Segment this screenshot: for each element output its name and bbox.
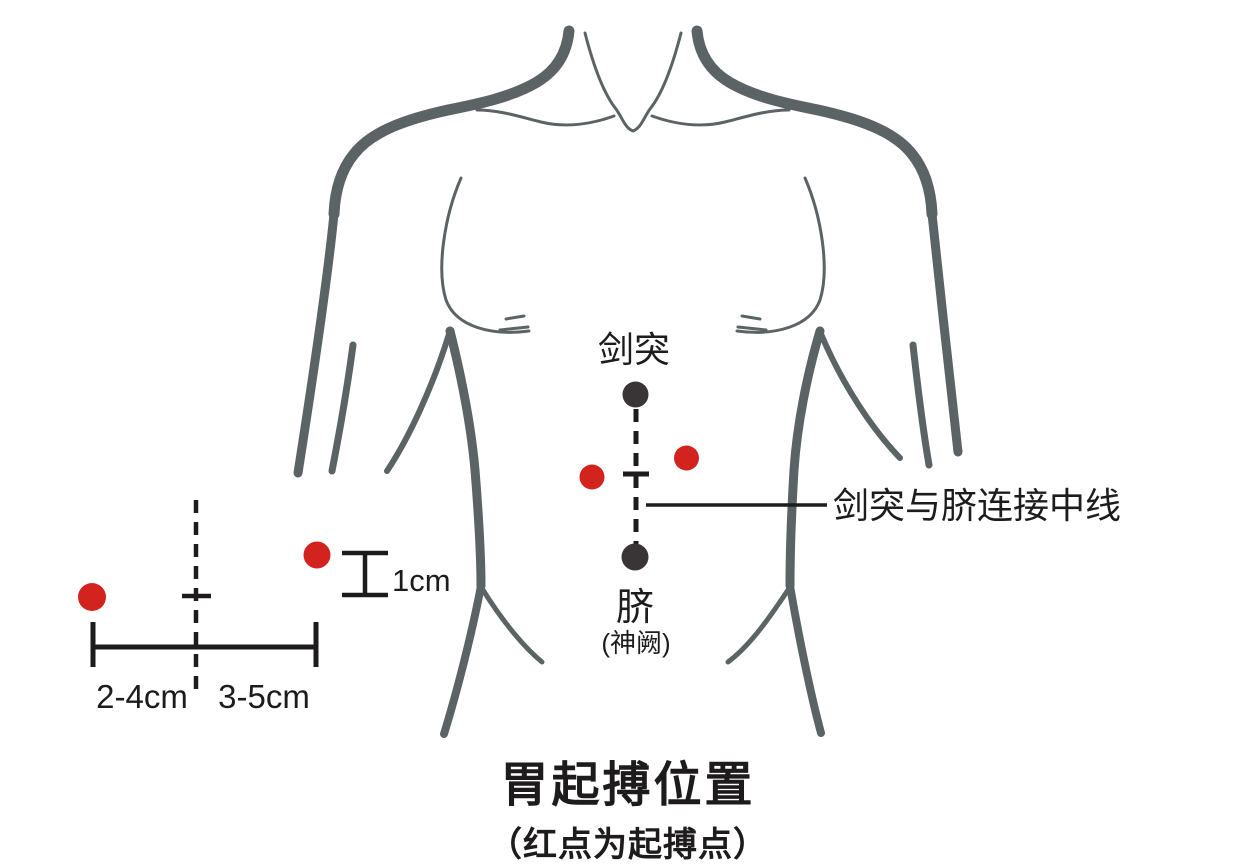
- shoulder-right-outline: [691, 25, 938, 220]
- arm-right-inner-line: [909, 341, 933, 469]
- torso-side-left-line: [445, 326, 486, 591]
- range-right-label: 3-5cm: [218, 678, 310, 715]
- nipple-right-marks: [736, 314, 768, 332]
- arm-right-outer-line: [927, 209, 963, 457]
- pectoral-left-line: [440, 176, 531, 334]
- pectoral-right-line: [735, 176, 826, 334]
- navel-dot: [621, 543, 649, 571]
- torso-side-right-line: [785, 326, 825, 591]
- labels-group: 剑突 脐 (神阙) 剑突与脐连接中线 1cm 2-4cm 3-5cm 胃起搏位置…: [96, 329, 1121, 864]
- shoulder-left-outline: [328, 25, 575, 220]
- inset-pacing-point-left: [78, 583, 106, 611]
- iliac-right-line: [725, 587, 791, 665]
- torso-outline-group: [293, 25, 963, 738]
- pacing-point-right: [674, 445, 699, 471]
- neck-outline: [583, 31, 683, 133]
- navel-alt-label: (神阙): [601, 628, 670, 658]
- arm-left-outer-line: [293, 209, 339, 478]
- nipple-left-marks: [498, 314, 530, 332]
- figure-subtitle: （红点为起搏点）: [488, 825, 768, 864]
- inset-pacing-point-right: [303, 541, 331, 569]
- one-cm-label: 1cm: [392, 563, 451, 598]
- armpit-right-line: [818, 331, 903, 461]
- xiphoid-dot: [622, 381, 649, 408]
- iliac-left-line: [480, 587, 545, 665]
- range-left-label: 2-4cm: [96, 678, 188, 715]
- one-cm-bracket: [342, 550, 388, 598]
- armpit-left-line: [384, 331, 452, 474]
- clavicle-right-line: [650, 108, 791, 127]
- annotation-lines-group: [90, 409, 827, 692]
- arm-left-inner-line: [328, 341, 357, 475]
- pacing-point-left: [579, 464, 605, 490]
- midline-label: 剑突与脐连接中线: [833, 485, 1121, 526]
- dots-group: [78, 381, 699, 611]
- clavicle-left-line: [475, 108, 616, 127]
- hip-right-line: [786, 582, 825, 737]
- figure-title: 胃起搏位置: [500, 759, 755, 812]
- navel-label: 脐: [616, 587, 654, 629]
- xiphoid-label: 剑突: [598, 329, 670, 370]
- hip-left-line: [440, 582, 485, 738]
